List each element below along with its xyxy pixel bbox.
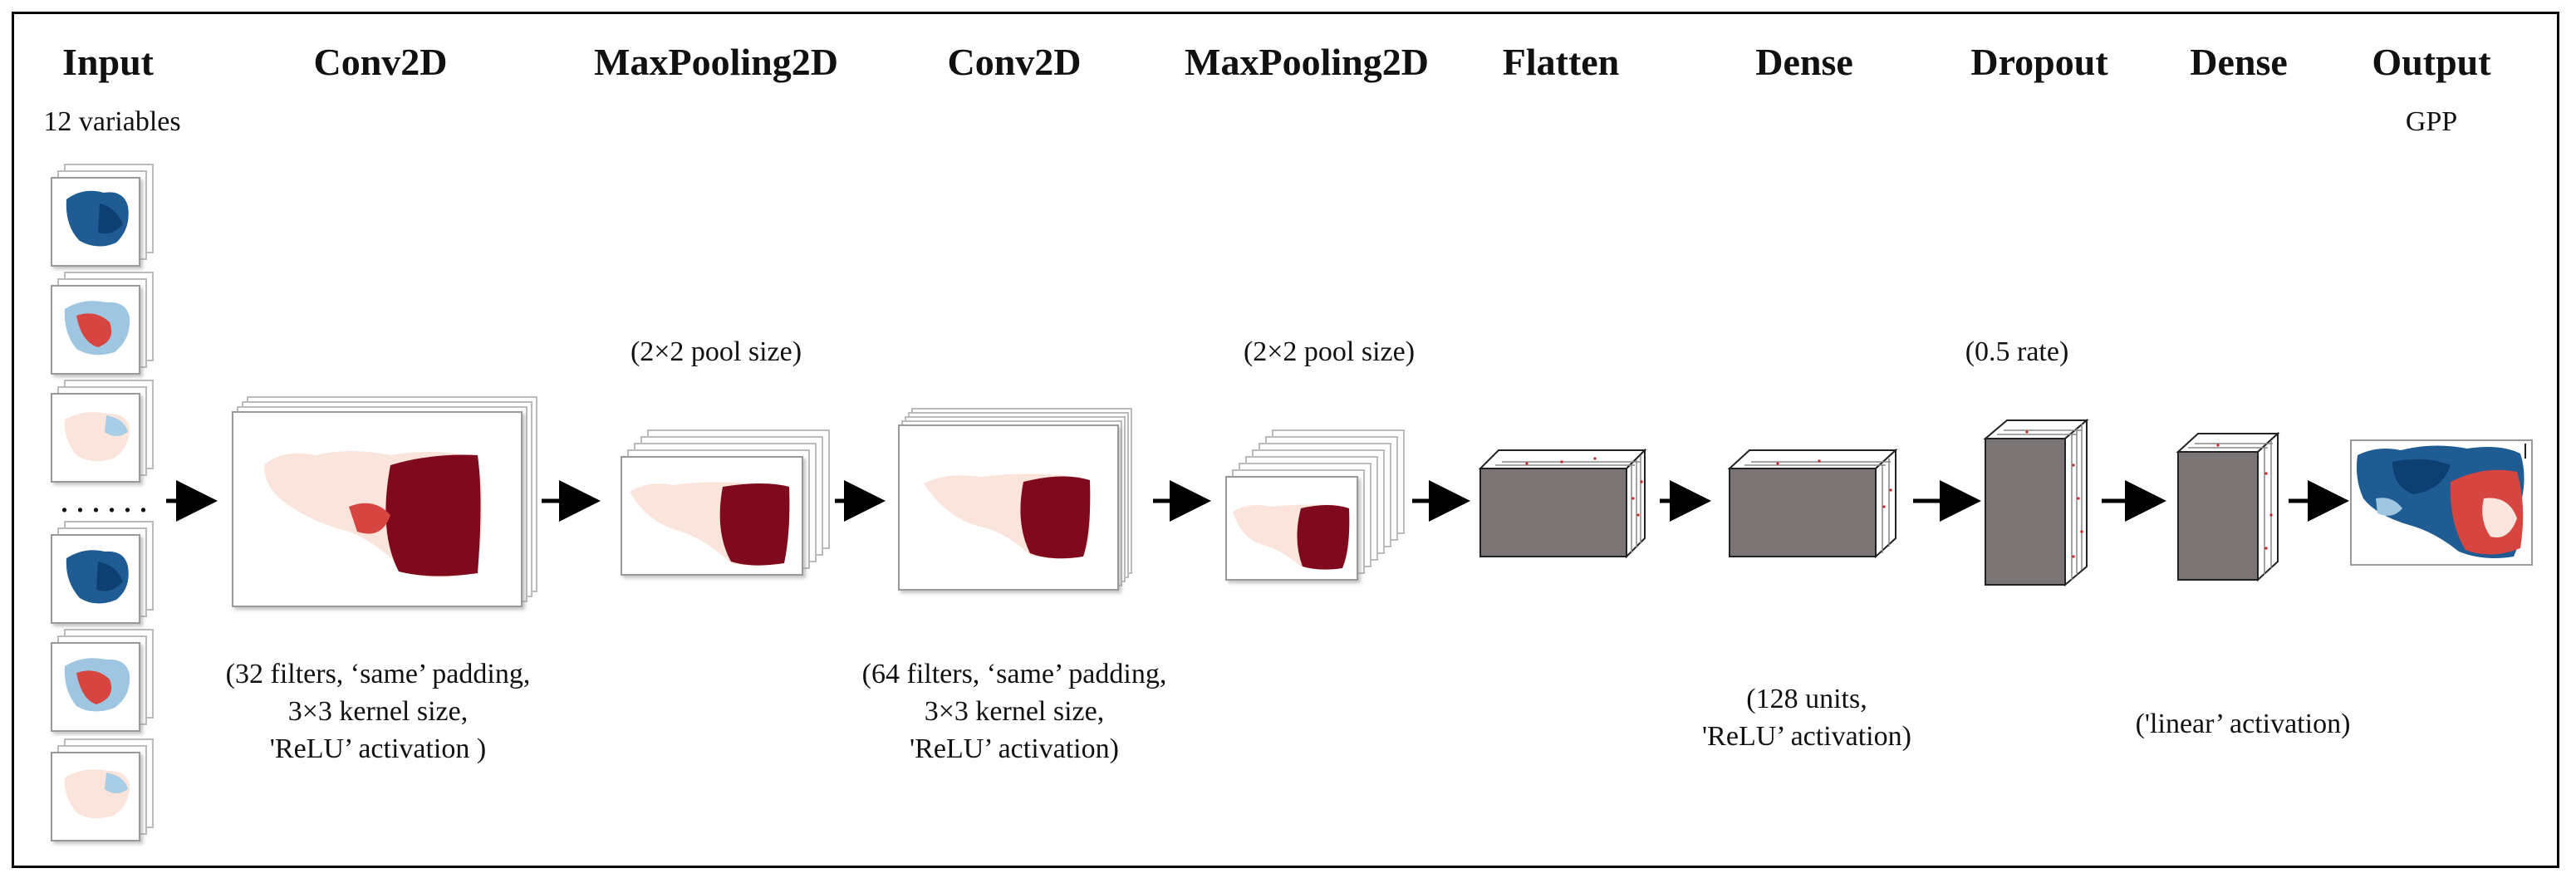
header-output: Output — [2372, 41, 2491, 83]
header-dense-2: Dense — [2190, 41, 2288, 83]
conv2d-1-note: (32 filters, ‘same’ padding, 3×3 kernel … — [226, 656, 531, 768]
output-gpp-map — [2350, 439, 2533, 566]
header-conv2d-2: Conv2D — [947, 41, 1082, 83]
header-input: Input — [62, 41, 154, 83]
conv2d-2-feature-maps — [898, 408, 1132, 591]
input-stack-6 — [51, 738, 154, 841]
header-flatten: Flatten — [1502, 41, 1620, 83]
conv2d-1-note-line: 3×3 kernel size, — [287, 695, 469, 727]
conv2d-2-note-line: 'ReLU’ activation) — [910, 733, 1119, 764]
conv2d-2-note-line: 3×3 kernel size, — [924, 695, 1105, 727]
dense-1-note-line: 'ReLU’ activation) — [1702, 720, 1911, 752]
input-stack-2 — [51, 272, 154, 375]
conv2d-2-note-line: (64 filters, ‘same’ padding, — [861, 659, 1167, 689]
conv2d-1-note-line: 'ReLU’ activation ) — [269, 733, 487, 764]
maxpool-2-note: (2×2 pool size) — [1243, 336, 1416, 367]
header-maxpooling2d-2: MaxPooling2D — [1185, 41, 1429, 83]
dense-1-note: (128 units, 'ReLU’ activation) — [1702, 681, 1911, 756]
dense-2-block — [2176, 431, 2280, 582]
input-stack-3 — [51, 380, 154, 483]
blue-map-thumbnail — [66, 190, 129, 247]
header-dense-1: Dense — [1755, 41, 1853, 83]
dense-1-note-line: (128 units, — [1746, 684, 1867, 714]
header-dropout: Dropout — [1970, 41, 2108, 83]
dense-2-note: ('linear’ activation) — [2136, 706, 2351, 743]
dense-1-block — [1727, 448, 1898, 559]
input-stack-4 — [51, 521, 154, 624]
output-subtitle: GPP — [2405, 106, 2458, 137]
diagram-frame — [12, 12, 2559, 868]
maxpool-1-feature-maps — [621, 429, 830, 576]
dropout-note: (0.5 rate) — [1965, 336, 2069, 367]
input-subtitle: 12 variables — [43, 106, 181, 137]
header-conv2d-1: Conv2D — [313, 41, 448, 83]
maxpool-1-note: (2×2 pool size) — [630, 336, 802, 367]
conv2d-1-note-line: (32 filters, ‘same’ padding, — [225, 659, 531, 689]
dropout-block — [1983, 418, 2089, 587]
input-stack-1 — [51, 164, 154, 267]
conv2d-1-feature-maps — [232, 396, 537, 607]
maxpool-2-feature-maps — [1225, 429, 1405, 581]
dense-2-note-line: ('linear’ activation) — [2135, 709, 2351, 739]
input-stack-5 — [51, 629, 154, 732]
flatten-block — [1478, 448, 1647, 559]
input-ellipsis: ...... — [60, 479, 155, 520]
header-maxpooling2d-1: MaxPooling2D — [594, 41, 838, 83]
conv2d-2-note: (64 filters, ‘same’ padding, 3×3 kernel … — [862, 656, 1167, 768]
